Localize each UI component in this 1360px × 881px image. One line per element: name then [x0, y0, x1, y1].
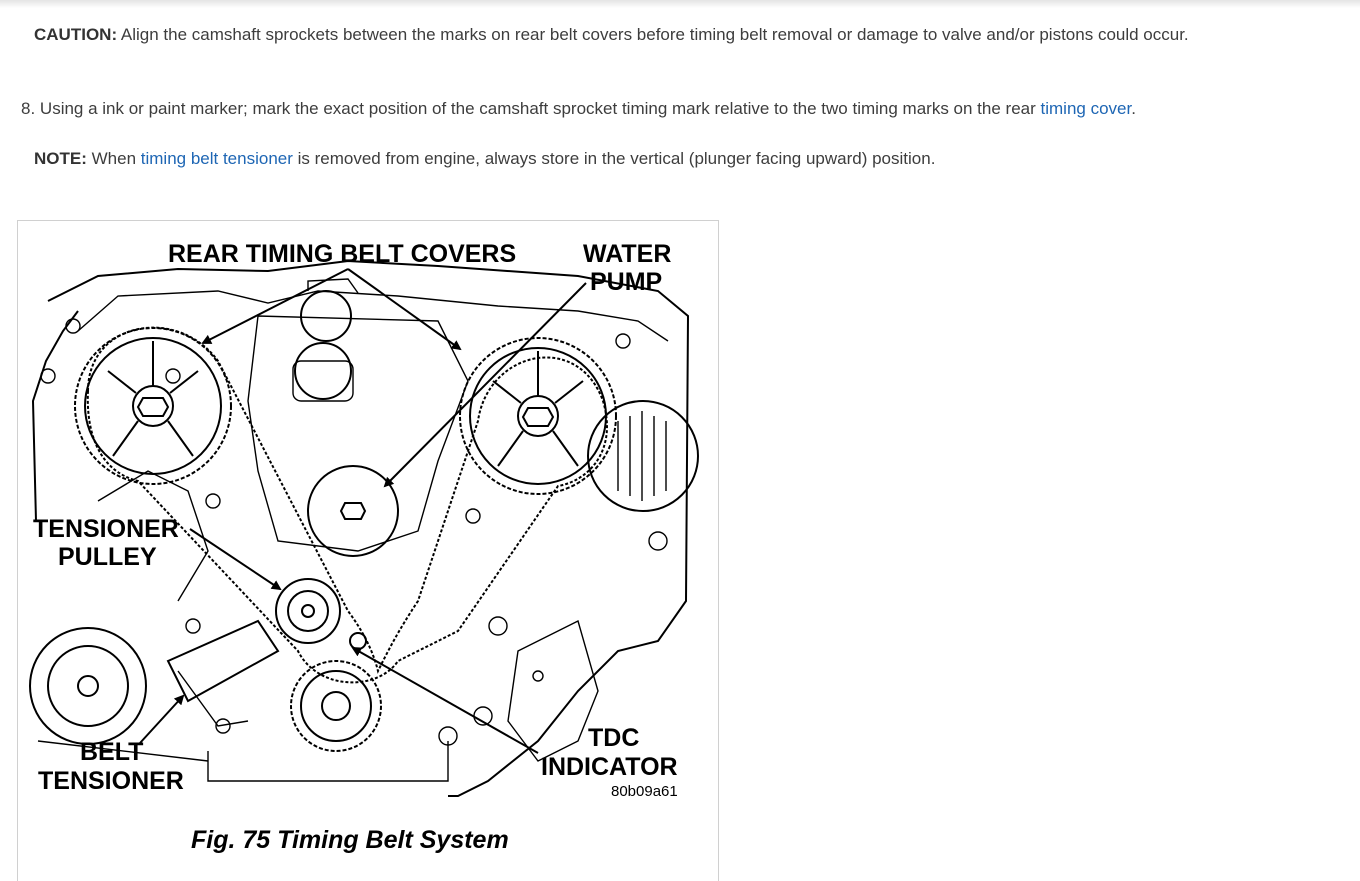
- crankshaft-sprocket: [290, 632, 382, 752]
- timing-cover-link[interactable]: timing cover: [1040, 99, 1132, 118]
- right-camshaft-sprocket: [459, 337, 617, 495]
- top-shadow-bar: [0, 0, 1360, 8]
- label-tensioner: TENSIONER: [33, 515, 179, 543]
- label-water: WATER: [583, 240, 671, 268]
- belt-tensioner: [29, 619, 280, 745]
- engine-outline: [31, 259, 690, 797]
- timing-belt: [86, 326, 608, 684]
- step-end: .: [1131, 99, 1136, 118]
- figure-code: 80b09a61: [611, 783, 678, 800]
- label-belt: BELT: [80, 738, 143, 766]
- timing-belt-tensioner-link[interactable]: timing belt tensioner: [140, 149, 293, 168]
- label-pulley: PULLEY: [58, 543, 157, 571]
- label-belt-tensioner: TENSIONER: [38, 767, 184, 795]
- alternator: [587, 400, 699, 512]
- step-8-paragraph: 8. Using a ink or paint marker; mark the…: [21, 97, 1136, 121]
- caution-text: Align the camshaft sprockets between the…: [117, 25, 1189, 44]
- left-camshaft-sprocket: [74, 327, 232, 485]
- label-tdc: TDC: [588, 724, 639, 752]
- leader-arrows: [139, 268, 587, 754]
- note-paragraph: NOTE: When timing belt tensioner is remo…: [34, 147, 935, 171]
- label-rear-timing-belt-covers: REAR TIMING BELT COVERS: [168, 240, 516, 268]
- label-indicator: INDICATOR: [541, 753, 678, 781]
- note-text-after: is removed from engine, always store in …: [292, 149, 936, 168]
- figure-caption: Fig. 75 Timing Belt System: [191, 826, 509, 854]
- note-text-before: When: [86, 149, 141, 168]
- caution-paragraph: CAUTION: Align the camshaft sprockets be…: [17, 22, 1207, 47]
- note-label: NOTE:: [34, 149, 87, 168]
- caution-label: CAUTION:: [34, 25, 118, 44]
- timing-belt-figure: REAR TIMING BELT COVERS WATER PUMP TENSI…: [17, 220, 719, 881]
- step-text: Using a ink or paint marker; mark the ex…: [35, 99, 1041, 118]
- label-pump: PUMP: [590, 268, 662, 296]
- water-pump: [292, 290, 399, 557]
- tensioner-pulley: [275, 578, 341, 644]
- timing-belt-diagram: REAR TIMING BELT COVERS WATER PUMP TENSI…: [29, 240, 699, 854]
- step-number: 8.: [21, 99, 36, 118]
